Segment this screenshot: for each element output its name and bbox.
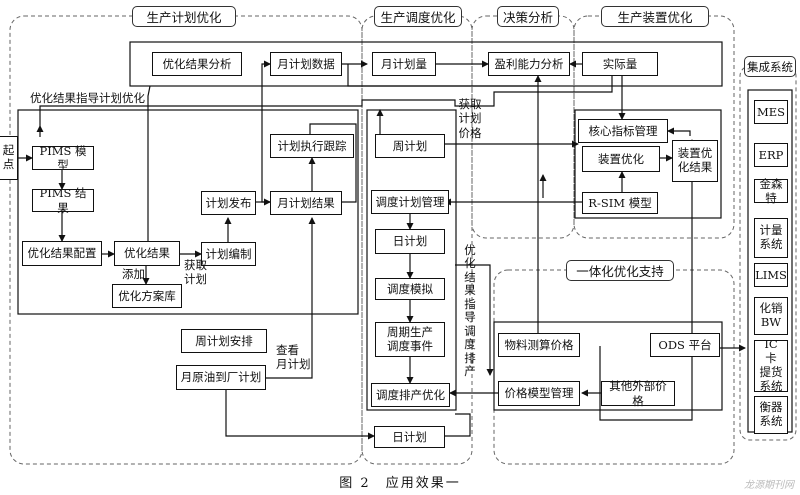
node-opt-result[interactable]: 优化结果: [114, 241, 180, 266]
node-dispatch-plan-mgmt[interactable]: 调度计划管理: [371, 190, 449, 214]
node-monthly-plan-data[interactable]: 月计划数据: [270, 52, 342, 76]
watermark: 龙源期刊网: [744, 480, 794, 491]
region-production-plan: [9, 15, 363, 465]
label-fetch-plan-price: 获取 计划 价格: [458, 97, 482, 140]
label-opt-guide-monthly-plan: 优化结果指导计划优化: [30, 91, 145, 105]
node-daily-plan-2[interactable]: 日计划: [374, 426, 445, 448]
frame-support: [493, 321, 723, 411]
frame-device: [574, 109, 722, 219]
label-add: 添加: [122, 267, 145, 281]
section-device-optimization: 生产装置优化: [601, 6, 709, 27]
node-dispatch-sched-opt[interactable]: 调度排产优化: [371, 383, 450, 407]
node-monthly-plan-volume[interactable]: 月计划量: [372, 52, 436, 76]
sys-erp[interactable]: ERP: [754, 143, 788, 167]
node-core-index-mgmt[interactable]: 核心指标管理: [578, 119, 668, 143]
node-plan-exec-tracking[interactable]: 计划执行跟踪: [270, 134, 354, 158]
sys-lims[interactable]: LIMS: [754, 263, 788, 287]
node-monthly-crude-arrival[interactable]: 月原油到厂计划: [176, 365, 266, 390]
sys-jinsente[interactable]: 金森特: [754, 177, 788, 205]
label-opt-guide-dispatch: 优 化 结 果 指 导 调 度 排 产: [464, 243, 476, 379]
node-ods-platform[interactable]: ODS 平台: [650, 333, 720, 357]
region-integrated-support: [493, 269, 735, 465]
node-monthly-plan-result[interactable]: 月计划结果: [270, 191, 342, 215]
section-dispatch-optimization: 生产调度优化: [374, 6, 462, 27]
node-profit-analysis[interactable]: 盈利能力分析: [488, 52, 570, 76]
node-rsim-model[interactable]: R-SIM 模型: [582, 192, 658, 214]
node-price-model-mgmt[interactable]: 价格模型管理: [498, 381, 580, 406]
label-view-monthly-plan: 查看 月计划: [276, 343, 311, 371]
node-material-price[interactable]: 物料测算价格: [498, 333, 580, 357]
start-point: 起 点: [0, 136, 18, 180]
node-weekly-plan[interactable]: 周计划: [375, 134, 445, 158]
node-dispatch-sim[interactable]: 调度模拟: [375, 278, 445, 300]
frame-plan-left: [17, 109, 359, 315]
node-daily-plan[interactable]: 日计划: [375, 229, 445, 254]
sys-mes[interactable]: MES: [754, 100, 788, 124]
node-pims-model[interactable]: PIMS 模型: [32, 144, 94, 172]
node-device-opt-result[interactable]: 装置优 化结果: [672, 140, 718, 182]
node-cycle-prod-event[interactable]: 周期生产 调度事件: [375, 322, 445, 357]
sys-weighing[interactable]: 衡器 系统: [754, 396, 788, 434]
node-device-optimize[interactable]: 装置优化: [582, 146, 660, 172]
section-decision-analysis: 决策分析: [497, 6, 559, 27]
sys-ic-card[interactable]: IC 卡 提货 系统: [754, 338, 788, 393]
node-plan-release[interactable]: 计划发布: [201, 191, 256, 215]
frame-dispatch: [366, 109, 457, 411]
section-integration-systems: 集成系统: [744, 56, 796, 77]
node-opt-result-analysis[interactable]: 优化结果分析: [152, 52, 242, 76]
figure-caption: 图 2 应用效果一: [339, 476, 461, 491]
node-opt-result-config[interactable]: 优化结果配置: [22, 241, 102, 266]
node-weekly-plan-arrange[interactable]: 周计划安排: [181, 329, 267, 353]
node-opt-plan-library[interactable]: 优化方案库: [112, 284, 182, 308]
label-fetch-plan: 获取 计划: [184, 258, 207, 286]
sys-metering[interactable]: 计量 系统: [754, 218, 788, 258]
sys-chemical-sales-bw[interactable]: 化销 BW: [754, 297, 788, 335]
node-pims-result[interactable]: PIMS 结果: [32, 186, 94, 215]
section-integrated-optimization-support: 一体化优化支持: [566, 260, 674, 281]
node-external-price[interactable]: 其他外部价格: [601, 379, 675, 408]
region-decision: [471, 15, 575, 239]
node-actual-volume[interactable]: 实际量: [582, 52, 658, 76]
section-production-plan-optimization: 生产计划优化: [132, 6, 236, 27]
node-plan-compile[interactable]: 计划编制: [201, 242, 256, 266]
